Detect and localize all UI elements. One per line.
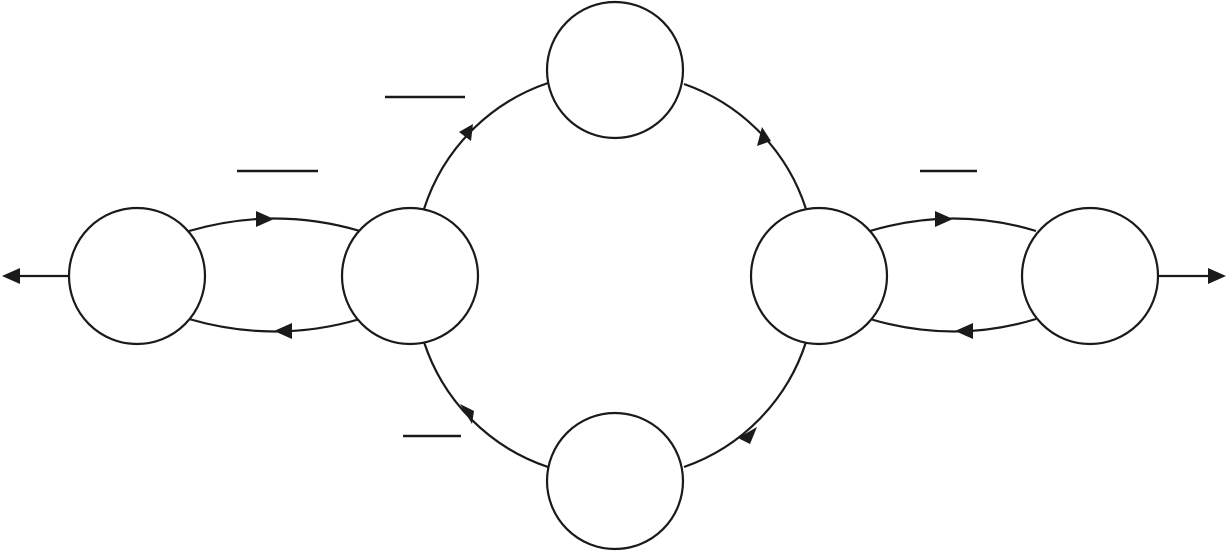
arrowhead-far-left-to-left xyxy=(256,211,274,227)
node-top xyxy=(545,0,685,140)
edge-far-right-to-right xyxy=(869,317,1037,333)
arrowhead-left-to-far-left xyxy=(274,323,292,339)
node-left xyxy=(340,206,480,346)
arrowhead-far-right-to-right xyxy=(955,323,973,339)
node-far-right xyxy=(1020,206,1160,346)
arrowhead-top-to-right xyxy=(757,127,771,146)
edge-left-to-top xyxy=(422,81,549,210)
edge-top-to-right xyxy=(683,82,808,210)
arrowhead-bottom-to-left xyxy=(460,404,474,424)
arrowhead-right-to-bottom xyxy=(738,427,757,444)
node-bottom xyxy=(545,411,685,551)
edge-bottom-to-left xyxy=(422,341,549,469)
edge-left-to-far-left xyxy=(188,317,361,333)
edge-right-to-far-right xyxy=(869,217,1037,233)
arrowhead-far-right-outgoing xyxy=(1208,268,1226,284)
edge-far-left-to-left xyxy=(188,217,361,233)
arrowhead-right-to-far-right xyxy=(935,211,953,227)
edge-right-to-bottom xyxy=(683,341,808,469)
arrowhead-left-to-top xyxy=(459,124,473,141)
arrowhead-far-left-outgoing xyxy=(2,268,20,284)
node-far-left xyxy=(67,206,207,346)
node-right xyxy=(749,206,889,346)
